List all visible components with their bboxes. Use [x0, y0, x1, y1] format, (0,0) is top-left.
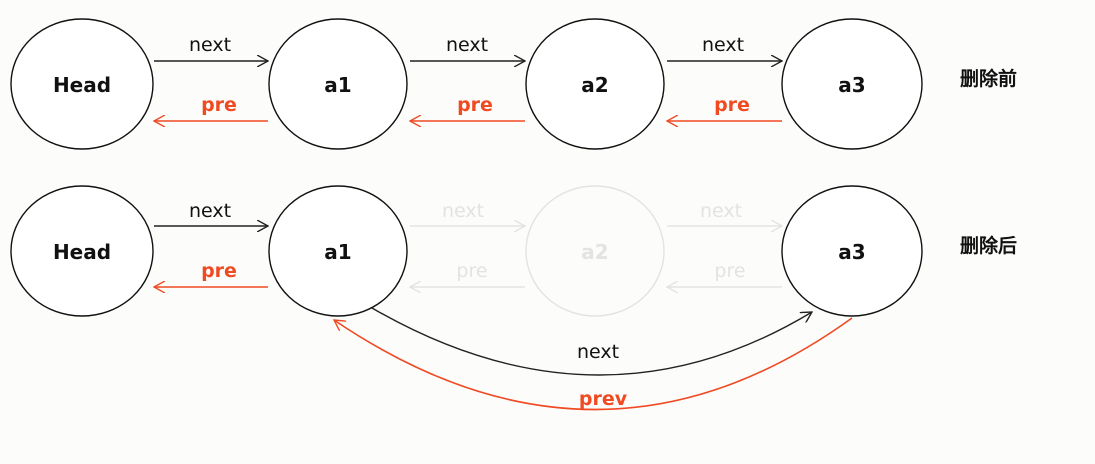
after-caption: 删除后 — [960, 234, 1017, 257]
after-faded-next-arrow-2: next — [410, 200, 525, 226]
after-faded-pre-arrow-3: pre — [667, 260, 782, 287]
before-node-head-label: Head — [53, 73, 111, 97]
before-pre-label-1: pre — [201, 94, 237, 116]
before-node-a1-label: a1 — [324, 73, 351, 97]
before-next-label-3: next — [702, 34, 744, 56]
after-next-arrow-1: next — [154, 200, 268, 226]
before-row: Head a1 a2 a3 next next next — [10, 18, 1017, 150]
before-node-a1: a1 — [268, 18, 408, 150]
after-removed-node-a2-label: a2 — [581, 240, 608, 264]
after-pre-label-1: pre — [201, 260, 237, 282]
before-pre-label-3: pre — [714, 94, 750, 116]
after-node-a3: a3 — [781, 185, 923, 317]
after-faded-pre-arrow-2: pre — [410, 260, 525, 287]
after-bypass-prev-label: prev — [579, 388, 628, 410]
before-node-a3: a3 — [781, 18, 923, 150]
after-bypass-prev-arrow: prev — [334, 317, 853, 411]
before-pre-arrow-3: pre — [667, 94, 782, 121]
after-faded-pre-label-3: pre — [714, 260, 745, 282]
before-pre-label-2: pre — [457, 94, 493, 116]
before-pre-arrow-2: pre — [410, 94, 525, 121]
after-bypass-next-arrow: next — [371, 307, 812, 376]
before-node-a2: a2 — [525, 18, 665, 150]
before-next-arrow-3: next — [667, 34, 782, 61]
after-removed-node-a2: a2 — [525, 185, 665, 317]
after-bypass-next-label: next — [577, 341, 619, 363]
after-row: a2 next next pre pre Head a1 a3 — [10, 185, 1017, 411]
after-pre-arrow-1: pre — [154, 260, 268, 287]
after-next-label-1: next — [189, 200, 231, 222]
before-next-arrow-2: next — [410, 34, 525, 61]
before-caption: 删除前 — [960, 67, 1017, 90]
after-faded-next-label-3: next — [700, 200, 742, 222]
after-faded-next-label-2: next — [442, 200, 484, 222]
before-pre-arrow-1: pre — [154, 94, 268, 121]
after-node-a3-label: a3 — [838, 240, 865, 264]
after-node-a1: a1 — [268, 185, 408, 317]
before-node-a3-label: a3 — [838, 73, 865, 97]
before-next-label-2: next — [446, 34, 488, 56]
after-node-a1-label: a1 — [324, 240, 351, 264]
after-node-head-label: Head — [53, 240, 111, 264]
after-faded-next-arrow-3: next — [667, 200, 782, 226]
before-next-label-1: next — [189, 34, 231, 56]
after-faded-pre-label-2: pre — [456, 260, 487, 282]
before-node-a2-label: a2 — [581, 73, 608, 97]
after-node-head: Head — [10, 185, 154, 317]
before-node-head: Head — [10, 18, 154, 150]
before-next-arrow-1: next — [154, 34, 268, 61]
